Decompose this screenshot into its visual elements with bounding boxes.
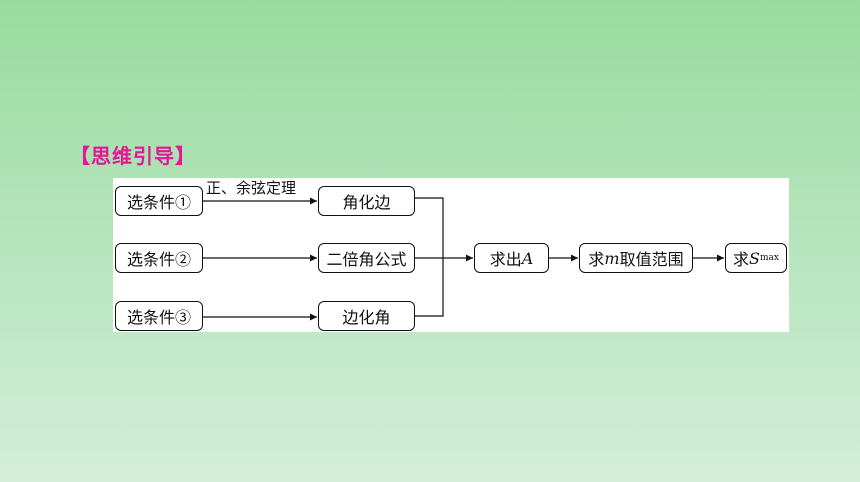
section-heading: 【思维引导】 (70, 144, 196, 168)
edge-label-law: 正、余弦定理 (206, 179, 297, 197)
range-suffix: 取值范围 (619, 250, 684, 269)
smax-var: S (749, 248, 760, 268)
diagram-connectors (203, 197, 724, 321)
node-cond1: 选条件① (115, 186, 203, 216)
find-a-var: A (521, 248, 534, 268)
range-var: m (604, 248, 620, 268)
node-cond3: 选条件③ (115, 301, 203, 331)
smax-prefix: 求 (733, 250, 750, 269)
node-side-to-angle: 边化角 (318, 301, 415, 331)
connector-bottom (415, 258, 444, 317)
node-double-angle: 二倍角公式 (318, 243, 415, 273)
node-cond2: 选条件② (115, 243, 203, 273)
smax-sub: max (760, 253, 779, 263)
node-angle-to-side: 角化边 (318, 186, 415, 216)
connector-top (415, 197, 444, 258)
range-prefix: 求 (588, 250, 605, 269)
find-a-prefix: 求出 (489, 250, 522, 269)
